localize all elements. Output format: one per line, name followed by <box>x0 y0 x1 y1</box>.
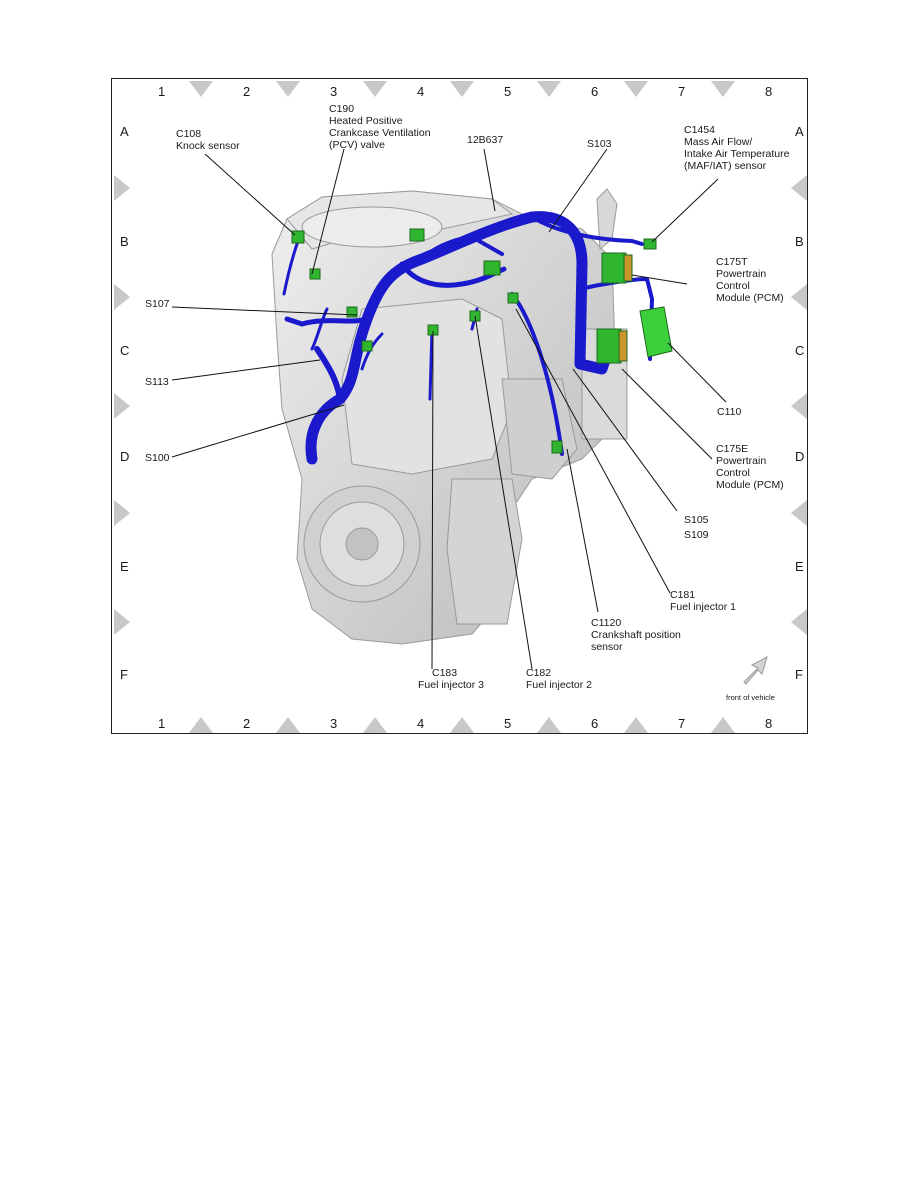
row-labels-right: A B C D E F <box>795 124 804 682</box>
callout-s105: S105 <box>684 514 709 526</box>
c175e-line3: Module (PCM) <box>716 479 784 491</box>
col-label: 7 <box>678 84 685 99</box>
c190-code: C190 <box>329 103 354 115</box>
c175t-code: C175T <box>716 256 748 268</box>
c108-desc: Knock sensor <box>176 140 240 152</box>
c183-desc: Fuel injector 3 <box>418 679 484 691</box>
col-label: 4 <box>417 716 424 731</box>
callout-s107: S107 <box>145 298 170 310</box>
c1454-line2: Intake Air Temperature <box>684 148 790 160</box>
row-label: A <box>120 124 129 139</box>
grid-markers <box>114 81 807 733</box>
callout-s113: S113 <box>145 376 169 388</box>
col-label: 8 <box>765 84 772 99</box>
c182-code: C182 <box>526 667 551 679</box>
callout-c175t: C175T Powertrain Control Module (PCM) <box>716 256 784 304</box>
c190-line2: Crankcase Ventilation <box>329 127 431 139</box>
row-label: B <box>795 234 804 249</box>
c175e-code: C175E <box>716 443 748 455</box>
row-label: B <box>120 234 129 249</box>
col-label: 5 <box>504 716 511 731</box>
engine-illustration <box>271 188 628 645</box>
c190-line1: Heated Positive <box>329 115 403 127</box>
col-label: 8 <box>765 716 772 731</box>
callout-c182: C182 Fuel injector 2 <box>526 667 592 691</box>
column-labels-top: 1 2 3 4 5 6 7 8 <box>158 84 772 99</box>
c175e-line2: Control <box>716 467 750 479</box>
col-label: 1 <box>158 84 165 99</box>
col-label: 5 <box>504 84 511 99</box>
callout-c1454: C1454 Mass Air Flow/ Intake Air Temperat… <box>684 124 790 172</box>
col-label: 3 <box>330 716 337 731</box>
c1120-line2: sensor <box>591 641 623 653</box>
column-labels-bottom: 1 2 3 4 5 6 7 8 <box>158 716 772 731</box>
row-label: F <box>120 667 128 682</box>
diagram-frame: 1 2 3 4 5 6 7 8 1 2 3 4 5 6 7 8 A B C D … <box>111 78 808 734</box>
c183-code: C183 <box>432 667 457 679</box>
col-label: 6 <box>591 84 598 99</box>
c175t-line1: Powertrain <box>716 268 766 280</box>
c175t-line2: Control <box>716 280 750 292</box>
row-label: E <box>795 559 804 574</box>
callout-s109: S109 <box>684 529 709 541</box>
row-labels-left: A B C D E F <box>120 124 129 682</box>
c181-code: C181 <box>670 589 695 601</box>
c182-desc: Fuel injector 2 <box>526 679 592 691</box>
col-label: 3 <box>330 84 337 99</box>
c1454-line1: Mass Air Flow/ <box>684 136 752 148</box>
col-label: 2 <box>243 716 250 731</box>
col-label: 6 <box>591 716 598 731</box>
row-label: E <box>120 559 129 574</box>
c1120-code: C1120 <box>591 617 621 629</box>
c108-code: C108 <box>176 128 201 140</box>
col-label: 1 <box>158 716 165 731</box>
wiring-diagram: 1 2 3 4 5 6 7 8 1 2 3 4 5 6 7 8 A B C D … <box>114 81 807 733</box>
col-label: 2 <box>243 84 250 99</box>
c190-line3: (PCV) valve <box>329 139 385 151</box>
leader-lines <box>171 148 727 670</box>
front-of-vehicle-label: front of vehicle <box>726 693 775 702</box>
col-label: 7 <box>678 716 685 731</box>
callout-12b637: 12B637 <box>467 134 503 146</box>
arrow-icon <box>743 655 768 685</box>
row-label: D <box>120 449 129 464</box>
callout-c190: C190 Heated Positive Crankcase Ventilati… <box>329 103 431 151</box>
callout-c108: C108 Knock sensor <box>176 128 240 152</box>
callout-c1120: C1120 Crankshaft position sensor <box>591 617 681 653</box>
callout-c181: C181 Fuel injector 1 <box>670 589 736 613</box>
c1454-code: C1454 <box>684 124 715 136</box>
connectors <box>291 228 673 454</box>
col-label: 4 <box>417 84 424 99</box>
c181-desc: Fuel injector 1 <box>670 601 736 613</box>
row-label: F <box>795 667 803 682</box>
callout-c183: C183 Fuel injector 3 <box>418 667 484 691</box>
row-label: C <box>120 343 129 358</box>
c1120-line1: Crankshaft position <box>591 629 681 641</box>
callout-s103: S103 <box>587 138 612 150</box>
callout-c175e: C175E Powertrain Control Module (PCM) <box>716 443 784 491</box>
row-label: C <box>795 343 804 358</box>
c1454-line3: (MAF/IAT) sensor <box>684 160 767 172</box>
c175e-line1: Powertrain <box>716 455 766 467</box>
c175t-line3: Module (PCM) <box>716 292 784 304</box>
row-label: D <box>795 449 804 464</box>
row-label: A <box>795 124 804 139</box>
callout-s100: S100 <box>145 452 170 464</box>
callout-c110: C110 <box>717 406 741 418</box>
front-of-vehicle-indicator: front of vehicle <box>726 655 775 702</box>
